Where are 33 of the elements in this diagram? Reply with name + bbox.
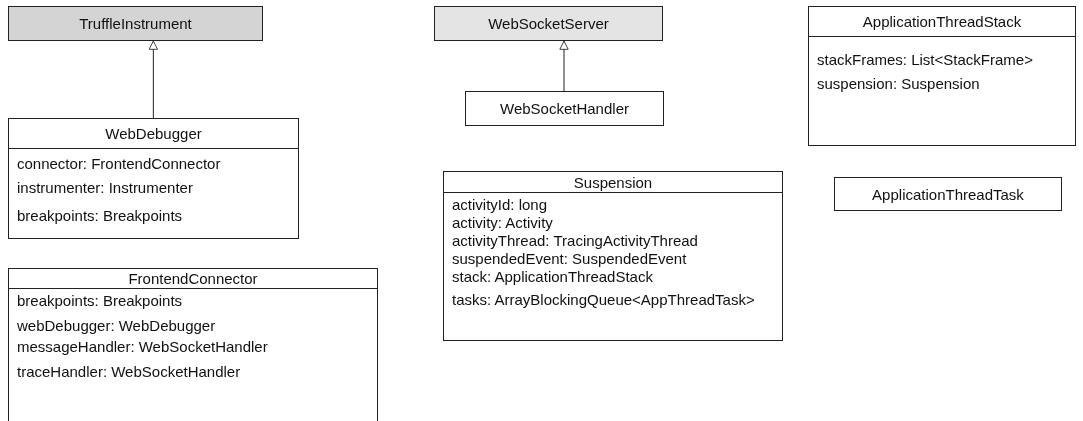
class-box [443,171,783,341]
attribute-text: stackFrames: List<StackFrame> [816,51,1034,69]
attribute-text: traceHandler: WebSocketHandler [16,363,242,381]
class-name: TruffleInstrument [78,14,193,34]
attribute-text: webDebugger: WebDebugger [16,317,217,335]
attribute-text: breakpoints: Breakpoints [16,292,184,310]
attribute-text: tasks: ArrayBlockingQueue<AppThreadTask> [451,291,756,309]
attribute-text: messageHandler: WebSocketHandler [16,338,269,356]
class-name: FrontendConnector [9,269,377,289]
class-box [8,268,378,421]
class-box [434,6,663,41]
class-name: Suspension [444,172,782,193]
inheritance-arrow [559,40,569,92]
class-name: WebDebugger [9,119,298,149]
class-box [808,6,1076,146]
attribute-text: activityId: long [451,196,549,214]
attribute-text: suspension: Suspension [816,75,981,93]
class-box [8,118,299,239]
attribute-text: stack: ApplicationThreadStack [451,268,654,286]
attribute-text: activity: Activity [451,214,554,232]
class-box [8,6,263,41]
inheritance-arrow [148,40,158,119]
class-name: ApplicationThreadTask [871,184,1025,205]
attribute-text: activityThread: TracingActivityThread [451,232,699,250]
attribute-text: instrumenter: Instrumenter [16,179,194,197]
class-box [834,177,1062,211]
class-box [465,91,664,126]
class-name: WebSocketServer [487,14,610,34]
attribute-text: connector: FrontendConnector [16,155,222,173]
class-name: ApplicationThreadStack [809,7,1075,37]
attribute-text: suspendedEvent: SuspendedEvent [451,250,688,268]
class-name: WebSocketHandler [499,99,630,119]
attribute-text: breakpoints: Breakpoints [16,207,184,225]
